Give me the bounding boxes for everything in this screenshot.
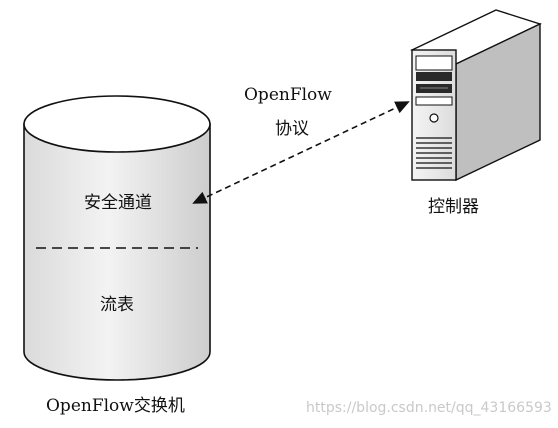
controller-caption: 控制器 bbox=[428, 197, 479, 217]
switch-caption: OpenFlow交换机 bbox=[46, 396, 185, 416]
switch-cylinder bbox=[23, 95, 211, 381]
protocol-word-label: 协议 bbox=[275, 119, 309, 139]
watermark-url: https://blog.csdn.net/qq_43166593 bbox=[306, 400, 552, 416]
protocol-name-label: OpenFlow bbox=[244, 85, 332, 105]
server-tower-icon bbox=[410, 9, 542, 182]
flow-table-label: 流表 bbox=[100, 295, 134, 315]
openflow-link-arrow bbox=[192, 101, 410, 204]
secure-channel-label: 安全通道 bbox=[84, 193, 152, 213]
